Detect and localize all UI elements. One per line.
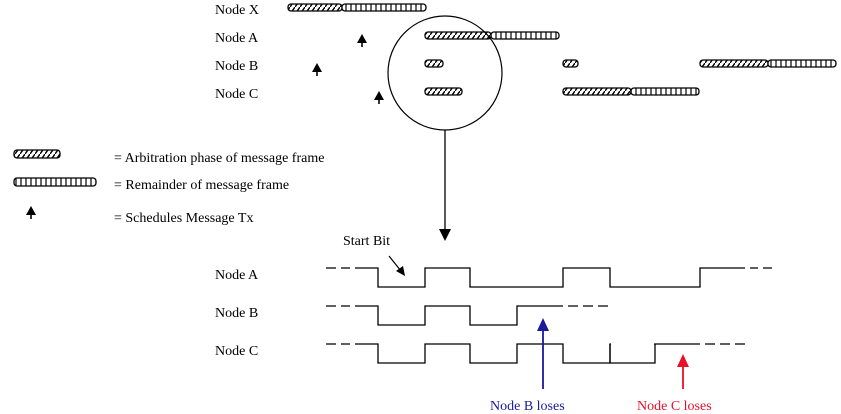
- waveform-node-a-label: Node A: [215, 268, 259, 283]
- node-c-arbitration-bar-1: [424, 87, 463, 96]
- node-c-arbitration-bar-2: [562, 87, 632, 96]
- node-c-gap-mask: [611, 343, 654, 346]
- timeline-node-b-label: Node B: [215, 59, 258, 74]
- legend-remainder-text: = Remainder of message frame: [114, 178, 289, 193]
- node-a-waveform: [326, 267, 772, 288]
- node-b-loses-arrow-icon: [537, 318, 549, 389]
- legend-arbitration-text: = Arbitration phase of message frame: [114, 151, 324, 166]
- node-a-arbitration-bar: [424, 31, 492, 40]
- node-c-waveform: [326, 343, 745, 364]
- zoom-arrow-head-icon: [439, 229, 451, 241]
- node-b-arbitration-bar-1: [424, 59, 444, 68]
- node-b-arbitration-bar-2: [562, 59, 579, 68]
- waveform-section: Start Bit Node A Node B Node C: [215, 234, 772, 414]
- node-b-schedule-arrow-icon: [312, 63, 322, 76]
- node-a-remainder-bar: [490, 31, 560, 40]
- node-x-remainder-bar: [341, 3, 427, 12]
- timeline-node-x-label: Node X: [215, 3, 259, 18]
- node-a-schedule-arrow-icon: [357, 34, 367, 47]
- start-bit-arrow-icon: [388, 255, 405, 276]
- timeline-node-a-label: Node A: [215, 31, 259, 46]
- node-b-waveform: [326, 305, 608, 326]
- node-c-schedule-arrow-icon: [374, 91, 384, 104]
- legend-schedule-text: = Schedules Message Tx: [114, 211, 253, 226]
- node-c-loses-arrow-icon: [677, 354, 689, 389]
- legend-schedule-arrow-icon: [26, 206, 36, 219]
- timeline-section: Node X Node A Node B Node C: [215, 3, 837, 241]
- node-b-loses-label: Node B loses: [490, 399, 565, 414]
- node-x-arbitration-bar: [287, 3, 343, 12]
- node-c-loses-label: Node C loses: [637, 399, 712, 414]
- legend-arbitration-swatch: [13, 149, 61, 159]
- start-bit-label: Start Bit: [343, 234, 390, 249]
- legend: = Arbitration phase of message frame = R…: [13, 149, 324, 226]
- node-b-arbitration-bar-3: [699, 59, 769, 68]
- waveform-node-c-label: Node C: [215, 344, 258, 359]
- waveform-node-b-label: Node B: [215, 306, 258, 321]
- node-c-remainder-bar: [630, 87, 700, 96]
- node-b-remainder-bar: [767, 59, 837, 68]
- timeline-node-c-label: Node C: [215, 87, 258, 102]
- legend-remainder-swatch: [13, 177, 97, 187]
